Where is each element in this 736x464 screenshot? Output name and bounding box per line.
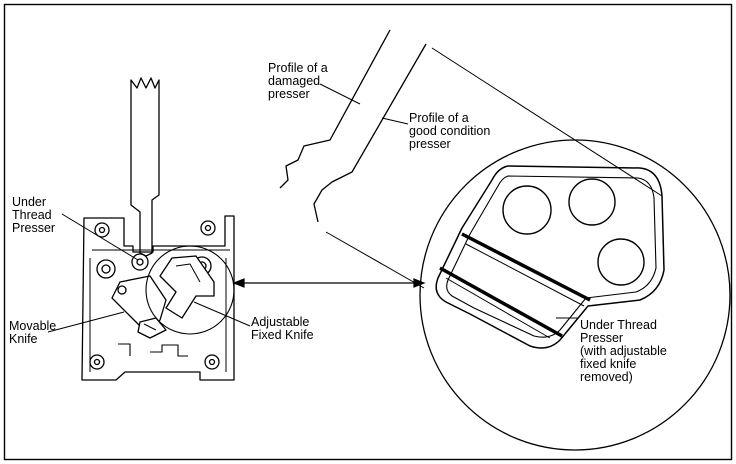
damaged-presser-profile [279,29,391,189]
presser-profiles [279,29,663,289]
screw-bottom-left [89,354,105,370]
under-thread-presser-plate [435,165,665,349]
thread-trimmer-mechanism [81,77,235,381]
screw-bottom-right [204,354,220,370]
groove-line-3 [439,266,563,338]
groove-line-4 [445,277,551,339]
detail-circle-large [419,139,731,451]
damaged-presser-label: Profile of a damaged presser [268,61,328,101]
mounting-plate [81,215,235,381]
hole-right [568,178,616,226]
pivot-screw-center [131,253,149,271]
plate-inner-edge [446,175,657,338]
adjustable-fixed-knife-label: Adjustable Fixed Knife [251,315,314,342]
pivot-screw-left [96,259,116,279]
leader-lines-left [47,213,251,333]
double-arrow [232,278,426,288]
under-thread-presser-label: Under Thread Presser [12,195,56,235]
under-thread-presser-removed-label: Under Thread Presser (with adjustable fi… [580,318,667,384]
vertical-rod [130,77,160,257]
groove-line-1 [461,232,591,302]
bottom-slot [150,344,188,357]
good-presser-profile [313,43,427,223]
zoom-detail [419,139,731,451]
good-presser-label: Profile of a good condition presser [409,111,491,151]
hole-bottom [597,238,645,286]
outer-border [3,3,733,461]
hole-left [502,185,552,235]
adjustable-fixed-knife [159,255,215,319]
screw-top-right [200,220,216,236]
leader-lines-profiles [319,83,409,125]
groove-line-2 [465,243,585,307]
movable-knife-label: Movable Knife [9,319,57,346]
detail-circle-small [145,245,235,335]
screw-top-left [94,222,110,238]
